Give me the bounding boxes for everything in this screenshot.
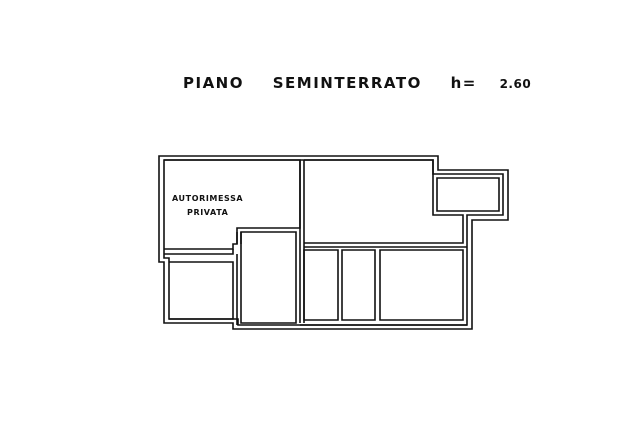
title-floor: PIANO <box>183 74 244 92</box>
large-room <box>304 159 464 244</box>
title-level: SEMINTERRATO <box>272 74 422 92</box>
bottom-room-1 <box>303 249 339 321</box>
garage-room <box>164 159 301 250</box>
outer-wall-outer <box>158 155 509 330</box>
plan-title: PIANO SEMINTERRATO h= 2.60 <box>183 74 531 92</box>
corridor-room <box>240 231 297 324</box>
small-room <box>436 177 500 212</box>
bottom-room-3 <box>379 249 464 321</box>
title-height-label: h= <box>450 74 477 92</box>
bottom-left-room <box>169 261 234 320</box>
title-height-value: 2.60 <box>499 77 532 91</box>
bottom-room-2 <box>341 249 376 321</box>
garage-label-line1: AUTORIMESSA <box>172 194 244 203</box>
garage-label-line2: PRIVATA <box>187 208 229 217</box>
